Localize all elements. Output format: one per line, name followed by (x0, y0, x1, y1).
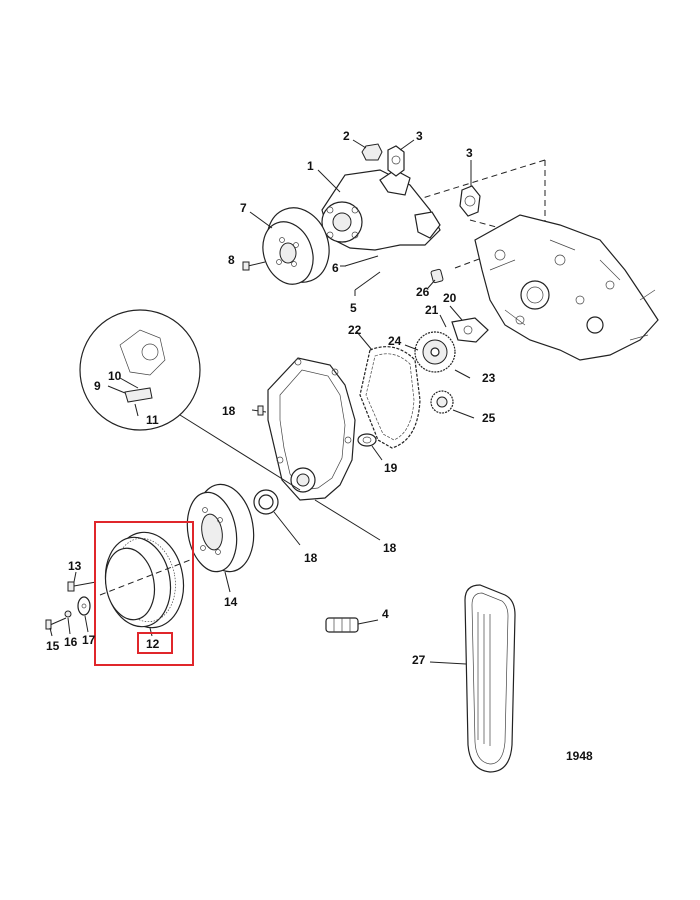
callout-3b: 3 (466, 146, 473, 160)
timing-chain (356, 331, 421, 449)
callout-18c: 18 (383, 541, 397, 555)
spacer (325, 617, 379, 633)
balancer-bolt (45, 617, 67, 637)
camshaft-sprocket (414, 331, 471, 379)
lock-washer (64, 610, 72, 635)
water-pump (317, 169, 441, 251)
callout-16: 16 (64, 635, 78, 649)
gasket-small (387, 139, 415, 177)
engine-block (399, 159, 659, 361)
bolt-sprocket (404, 344, 419, 351)
callout-10: 10 (108, 369, 122, 383)
pulley-bolt (67, 571, 97, 592)
stud-pump (354, 271, 381, 296)
sensor-detail (79, 309, 301, 491)
callout-12: 12 (146, 637, 160, 651)
crankshaft-pulley (99, 531, 191, 637)
water-pump-pulley (249, 207, 330, 285)
callout-18b: 18 (304, 551, 318, 565)
callout-7: 7 (240, 201, 247, 215)
timing-cover (267, 357, 381, 541)
harmonic-balancer (186, 483, 255, 593)
callout-8: 8 (228, 253, 235, 267)
callout-1: 1 (307, 159, 314, 173)
callout-11: 11 (146, 413, 159, 427)
front-seal (253, 489, 301, 546)
callout-6: 6 (332, 261, 339, 275)
chain-washer (357, 433, 383, 461)
bolt-thrust (439, 314, 447, 328)
callout-20: 20 (443, 291, 457, 305)
gasket-pump-to-block (459, 160, 481, 217)
crank-gear (430, 390, 475, 419)
callout-9: 9 (94, 379, 101, 393)
callout-21: 21 (425, 303, 439, 317)
callout-4: 4 (382, 607, 389, 621)
callout-24: 24 (388, 334, 402, 348)
bolt-pump-a (340, 255, 379, 267)
cover-bolt (251, 405, 267, 416)
callout-18a: 18 (222, 404, 236, 418)
callout-5: 5 (350, 301, 357, 315)
distributor-gear (427, 268, 444, 289)
callout-27: 27 (412, 653, 426, 667)
washer-plate (77, 596, 91, 633)
callout-23: 23 (482, 371, 496, 385)
bolt-pulley (242, 261, 266, 271)
highlight-frame (94, 521, 194, 666)
callout-2: 2 (343, 129, 350, 143)
callout-22: 22 (348, 323, 362, 337)
callout-19: 19 (384, 461, 398, 475)
callout-13: 13 (68, 559, 82, 573)
callout-17: 17 (82, 633, 96, 647)
thrust-plate (449, 305, 489, 343)
callout-25: 25 (482, 411, 496, 425)
figure-code: 1948 (566, 749, 593, 763)
drive-belt (429, 584, 516, 773)
callout-15: 15 (46, 639, 60, 653)
drain-cap (352, 139, 383, 161)
callout-26: 26 (416, 285, 430, 299)
callout-3a: 3 (416, 129, 423, 143)
callout-14: 14 (224, 595, 238, 609)
